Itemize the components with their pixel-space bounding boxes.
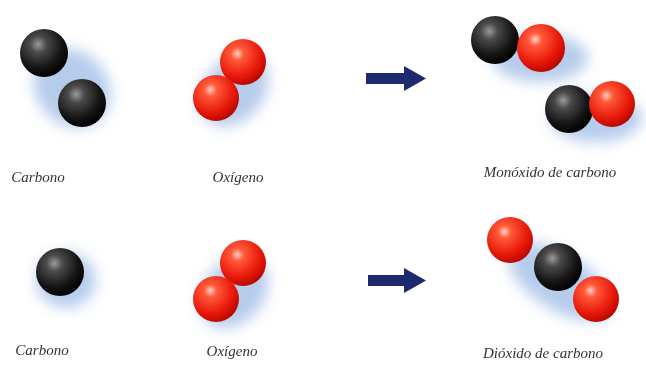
substance-label: Carbono	[15, 341, 68, 359]
reaction-arrow	[366, 66, 426, 91]
carbon-monoxide-molecules	[471, 16, 635, 133]
substance-label: Carbono	[11, 168, 64, 186]
substance-label: Dióxido de carbono	[483, 344, 603, 362]
shadow	[17, 33, 642, 342]
substance-label: Oxígeno	[207, 342, 258, 360]
substance-label: Monóxido de carbono	[484, 163, 616, 181]
oxygen-molecule	[193, 240, 266, 322]
oxygen-molecule	[193, 39, 266, 121]
carbon-dioxide-molecule	[487, 217, 619, 322]
substance-label: Oxígeno	[213, 168, 264, 186]
carbon-atom	[36, 248, 84, 296]
reaction-arrow	[368, 268, 426, 293]
carbon-atoms	[20, 29, 106, 127]
